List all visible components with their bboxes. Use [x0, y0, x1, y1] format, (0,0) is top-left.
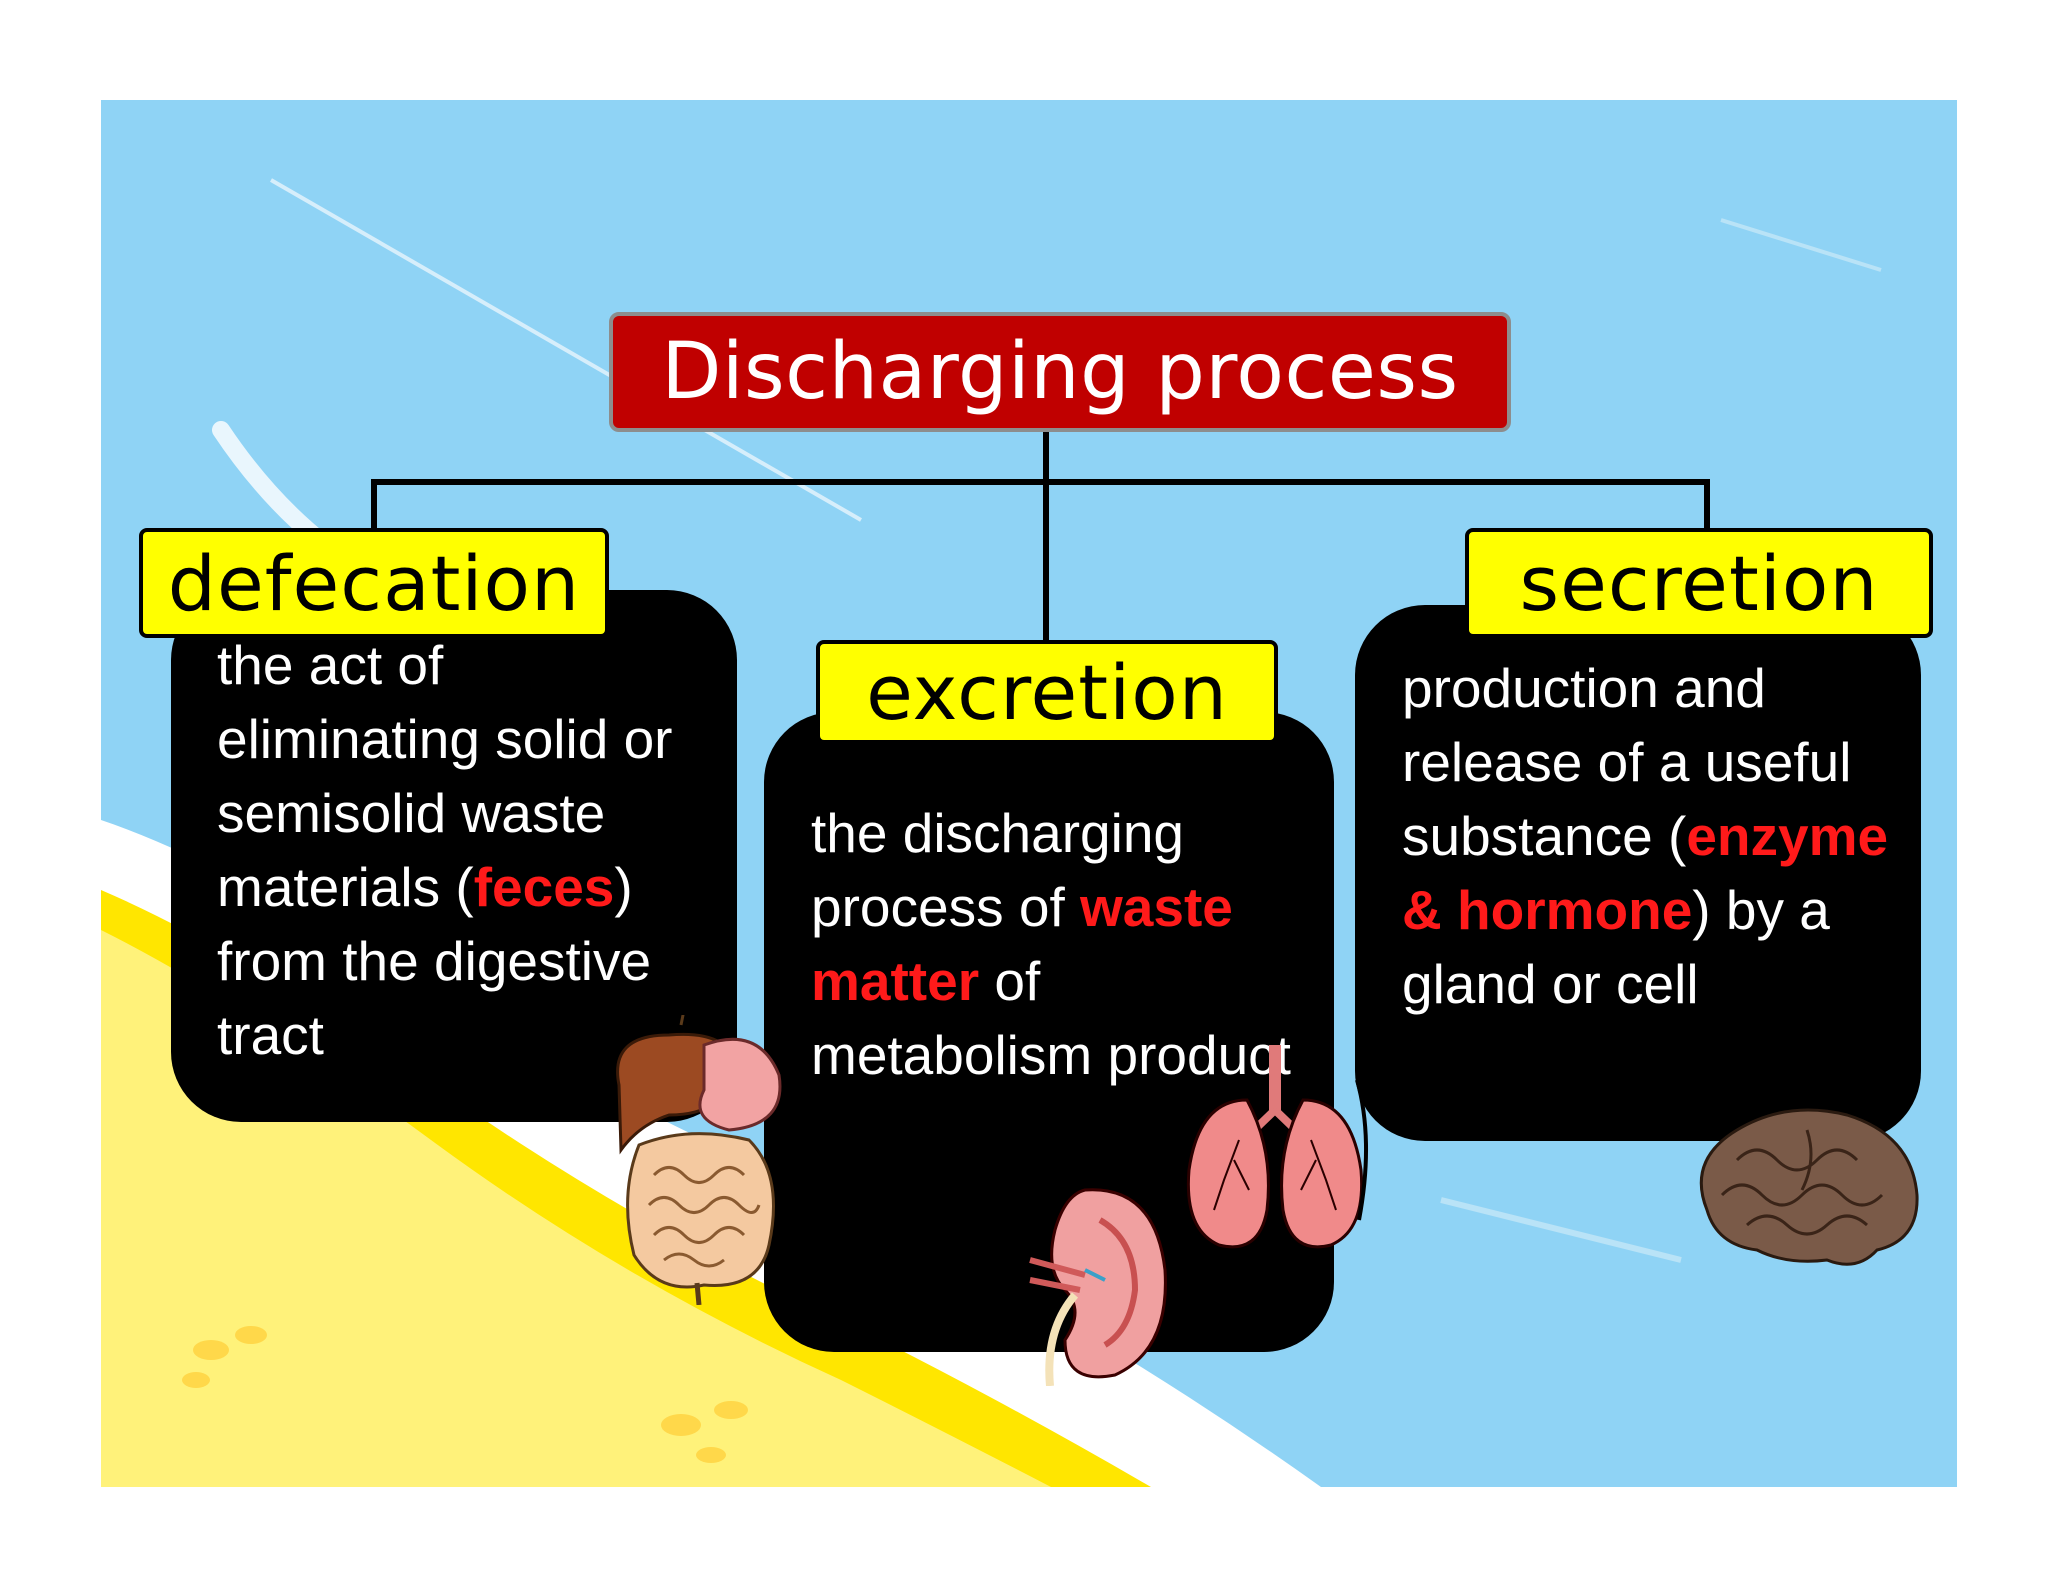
definition-text-segment: ) from the digestive tract [217, 856, 652, 1066]
highlighted-term: waste matter [811, 876, 1233, 1012]
definition-text-segment: the discharging process of [811, 802, 1185, 938]
slide: Discharging process the act of eliminati… [101, 100, 1957, 1487]
definition-card-secretion: production and release of a useful subst… [1355, 605, 1921, 1141]
definition-text-segment: ) by a gland or cell [1402, 879, 1830, 1015]
definition-text-defecation: the act of eliminating solid or semisoli… [171, 590, 737, 1072]
definition-text-segment: of metabolism product [811, 950, 1291, 1086]
brain-icon [1699, 1108, 1919, 1266]
lungs-icon [1186, 1045, 1368, 1249]
branch-label-excretion: excretion [816, 640, 1278, 744]
highlighted-term: enzyme & hormone [1402, 805, 1889, 941]
definition-card-defecation: the act of eliminating solid or semisoli… [171, 590, 737, 1122]
diagram-title: Discharging process [609, 312, 1511, 432]
branch-label-defecation: defecation [139, 528, 609, 638]
digestive-system-icon [616, 1015, 782, 1305]
definition-text-excretion: the discharging process of waste matter … [764, 712, 1334, 1092]
kidney-icon [1029, 1188, 1167, 1386]
definition-text-secretion: production and release of a useful subst… [1355, 605, 1921, 1021]
definition-text-segment: production and release of a useful subst… [1402, 657, 1852, 867]
branch-label-secretion: secretion [1465, 528, 1933, 638]
definition-text-segment: the act of eliminating solid or semisoli… [217, 634, 673, 918]
highlighted-term: feces [473, 856, 615, 918]
